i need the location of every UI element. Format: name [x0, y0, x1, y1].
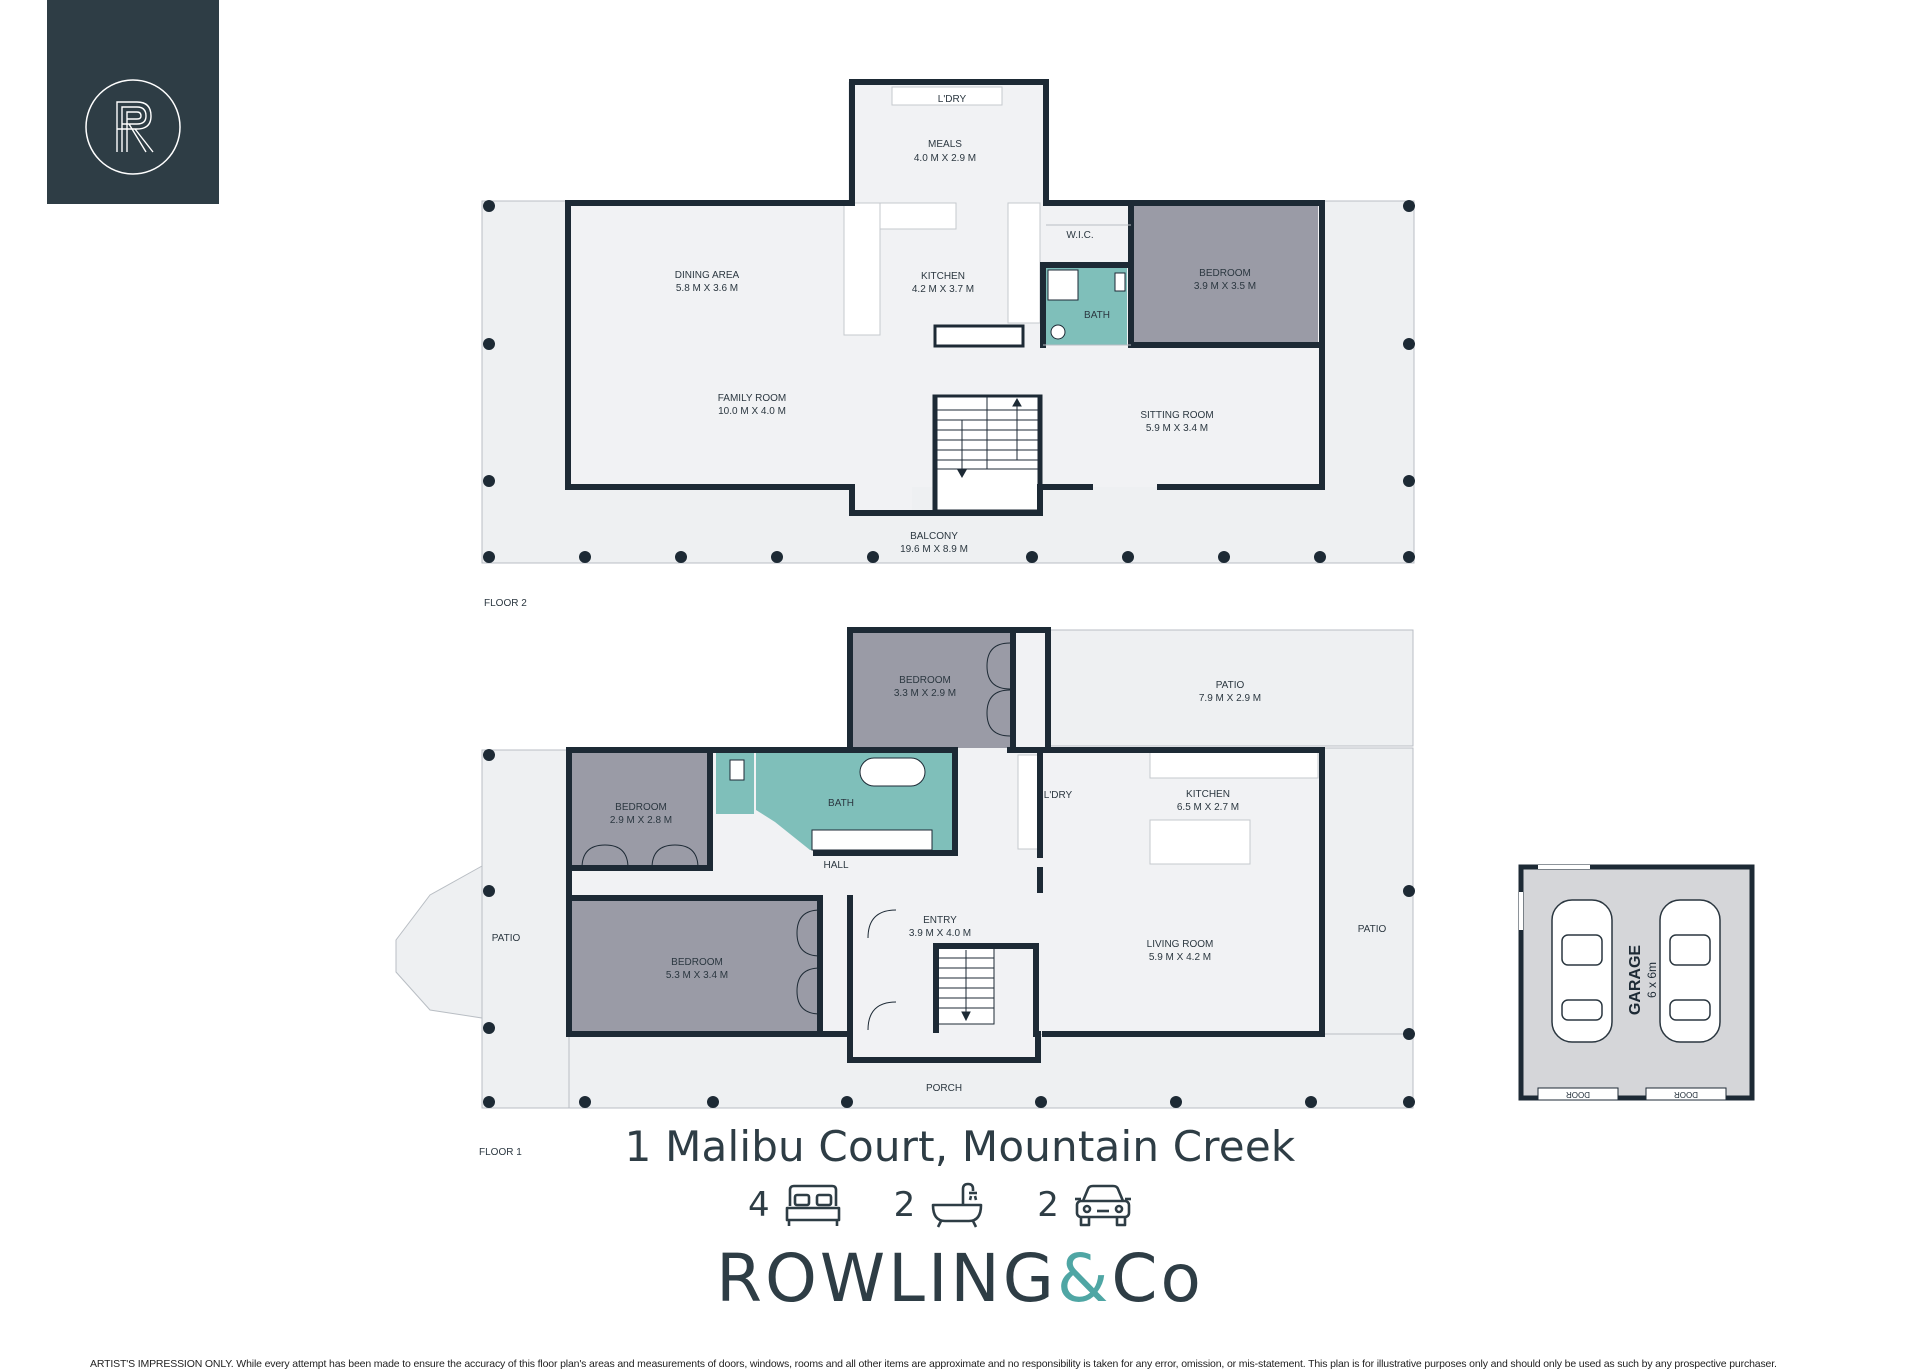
bathrooms-count: 2 — [893, 1185, 916, 1225]
f1-kitchen-island — [1149, 819, 1251, 865]
f1-bedroom-main-dims: 5.3 M X 3.4 M — [666, 970, 728, 981]
f1-patio-top-dims: 7.9 M X 2.9 M — [1199, 693, 1261, 704]
garage-door-left: DOOR — [1566, 1090, 1590, 1099]
f1-bedroom-top-dims: 3.3 M X 2.9 M — [894, 688, 956, 699]
f1-entry-dims: 3.9 M X 4.0 M — [909, 928, 971, 939]
bathtub-icon — [931, 1182, 983, 1228]
floor2-stairs — [932, 394, 1043, 515]
bedrooms-feature: 4 — [748, 1182, 842, 1228]
floor-2-label: FLOOR 2 — [484, 598, 527, 609]
brand-wordmark: ROWLING&Co — [640, 1240, 1280, 1317]
bedrooms-count: 4 — [748, 1185, 770, 1225]
f1-patio-top-deck — [1044, 629, 1414, 747]
f2-meals-dims: 4.0 M X 2.9 M — [914, 153, 976, 164]
brand-logo — [47, 0, 219, 204]
bathrooms-feature: 2 — [894, 1181, 986, 1229]
f2-balcony-name: BALCONY — [910, 531, 958, 542]
balcony-posts — [483, 200, 1415, 563]
f2-bath-name: BATH — [1084, 310, 1110, 321]
f2-sitting-dims: 5.9 M X 3.4 M — [1146, 423, 1208, 434]
f1-hall-name: HALL — [823, 860, 848, 871]
f2-bedroom-name: BEDROOM — [1199, 268, 1251, 279]
floor-1-label: FLOOR 1 — [479, 1147, 522, 1158]
f2-dining-dims: 5.8 M X 3.6 M — [676, 283, 738, 294]
f1-laundry-name: L'DRY — [1044, 790, 1073, 801]
car-left-icon — [1551, 899, 1613, 1043]
f2-sitting-name: SITTING ROOM — [1140, 410, 1213, 421]
f2-family-dims: 10.0 M X 4.0 M — [718, 406, 786, 417]
brand-name-part2: Co — [1111, 1240, 1204, 1317]
garage-dims: 6 x 6m — [1645, 962, 1659, 998]
f2-meals-name: MEALS — [928, 139, 962, 150]
f1-stairs — [937, 945, 995, 1025]
car-right-icon — [1659, 899, 1721, 1043]
floor2-bedroom-fill — [1131, 203, 1318, 345]
brand-name-part1: ROWLING — [716, 1240, 1057, 1317]
f1-bedroom-top-fill — [850, 630, 1010, 748]
f1-patio-left-name: PATIO — [492, 933, 521, 944]
f1-bedroom-main-name: BEDROOM — [671, 957, 723, 968]
property-address: 1 Malibu Court, Mountain Creek — [624, 1122, 1296, 1171]
f1-kitchen-name: KITCHEN — [1186, 789, 1230, 800]
floor1-walls — [566, 627, 1325, 1063]
f2-laundry-name: L'DRY — [938, 94, 967, 105]
f1-patio-right-name: PATIO — [1358, 924, 1387, 935]
garage-door-right: DOOR — [1674, 1090, 1698, 1099]
f2-balcony-dims: 19.6 M X 8.9 M — [900, 544, 968, 555]
f1-bedroom-top-name: BEDROOM — [899, 675, 951, 686]
f1-living-name: LIVING ROOM — [1147, 939, 1214, 950]
f2-family-name: FAMILY ROOM — [718, 393, 787, 404]
car-icon — [1074, 1184, 1131, 1227]
f1-living-dims: 5.9 M X 4.2 M — [1149, 952, 1211, 963]
floor1-posts — [483, 749, 1415, 1108]
car-spaces-count: 2 — [1037, 1185, 1059, 1225]
f1-bedroom-left-fill — [569, 750, 709, 868]
floor2-walls — [565, 79, 1325, 516]
f1-entry-name: ENTRY — [923, 915, 957, 926]
brand-ampersand: & — [1056, 1240, 1112, 1317]
floor-2-plan: L'DRY MEALS 4.0 M X 2.9 M DINING AREA 5.… — [481, 79, 1415, 609]
f1-bedroom-left-name: BEDROOM — [615, 802, 667, 813]
f2-kitchen-name: KITCHEN — [921, 271, 965, 282]
f1-wardrobe-doors — [581, 642, 1011, 1031]
f1-bedroom-main-fill — [569, 898, 822, 1034]
car-spaces-feature: 2 — [1037, 1181, 1133, 1229]
f2-bedroom-dims: 3.9 M X 3.5 M — [1194, 281, 1256, 292]
f1-porch-name: PORCH — [926, 1083, 962, 1094]
garage-plan: GARAGE 6 x 6m DOOR DOOR — [1518, 864, 1755, 1101]
logo-r-emblem — [85, 79, 181, 175]
property-features: 4 2 2 — [748, 1175, 1185, 1235]
f2-kitchen-dims: 4.2 M X 3.7 M — [912, 284, 974, 295]
bed-icon — [785, 1184, 840, 1226]
floor-1-plan: BEDROOM 3.3 M X 2.9 M PATIO 7.9 M X 2.9 … — [395, 627, 1415, 1158]
f1-bath-name: BATH — [828, 798, 854, 809]
garage-name: GARAGE — [1627, 945, 1644, 1016]
f1-patio-left-deck — [395, 865, 483, 1019]
disclaimer-text: ARTIST'S IMPRESSION ONLY. While every at… — [90, 1358, 1777, 1370]
f1-bedroom-left-dims: 2.9 M X 2.8 M — [610, 815, 672, 826]
f1-kitchen-bench — [1149, 751, 1319, 779]
f2-wic-name: W.I.C. — [1066, 230, 1093, 241]
f2-dining-name: DINING AREA — [675, 270, 740, 281]
f1-patio-top-name: PATIO — [1216, 680, 1245, 691]
f1-kitchen-dims: 6.5 M X 2.7 M — [1177, 802, 1239, 813]
